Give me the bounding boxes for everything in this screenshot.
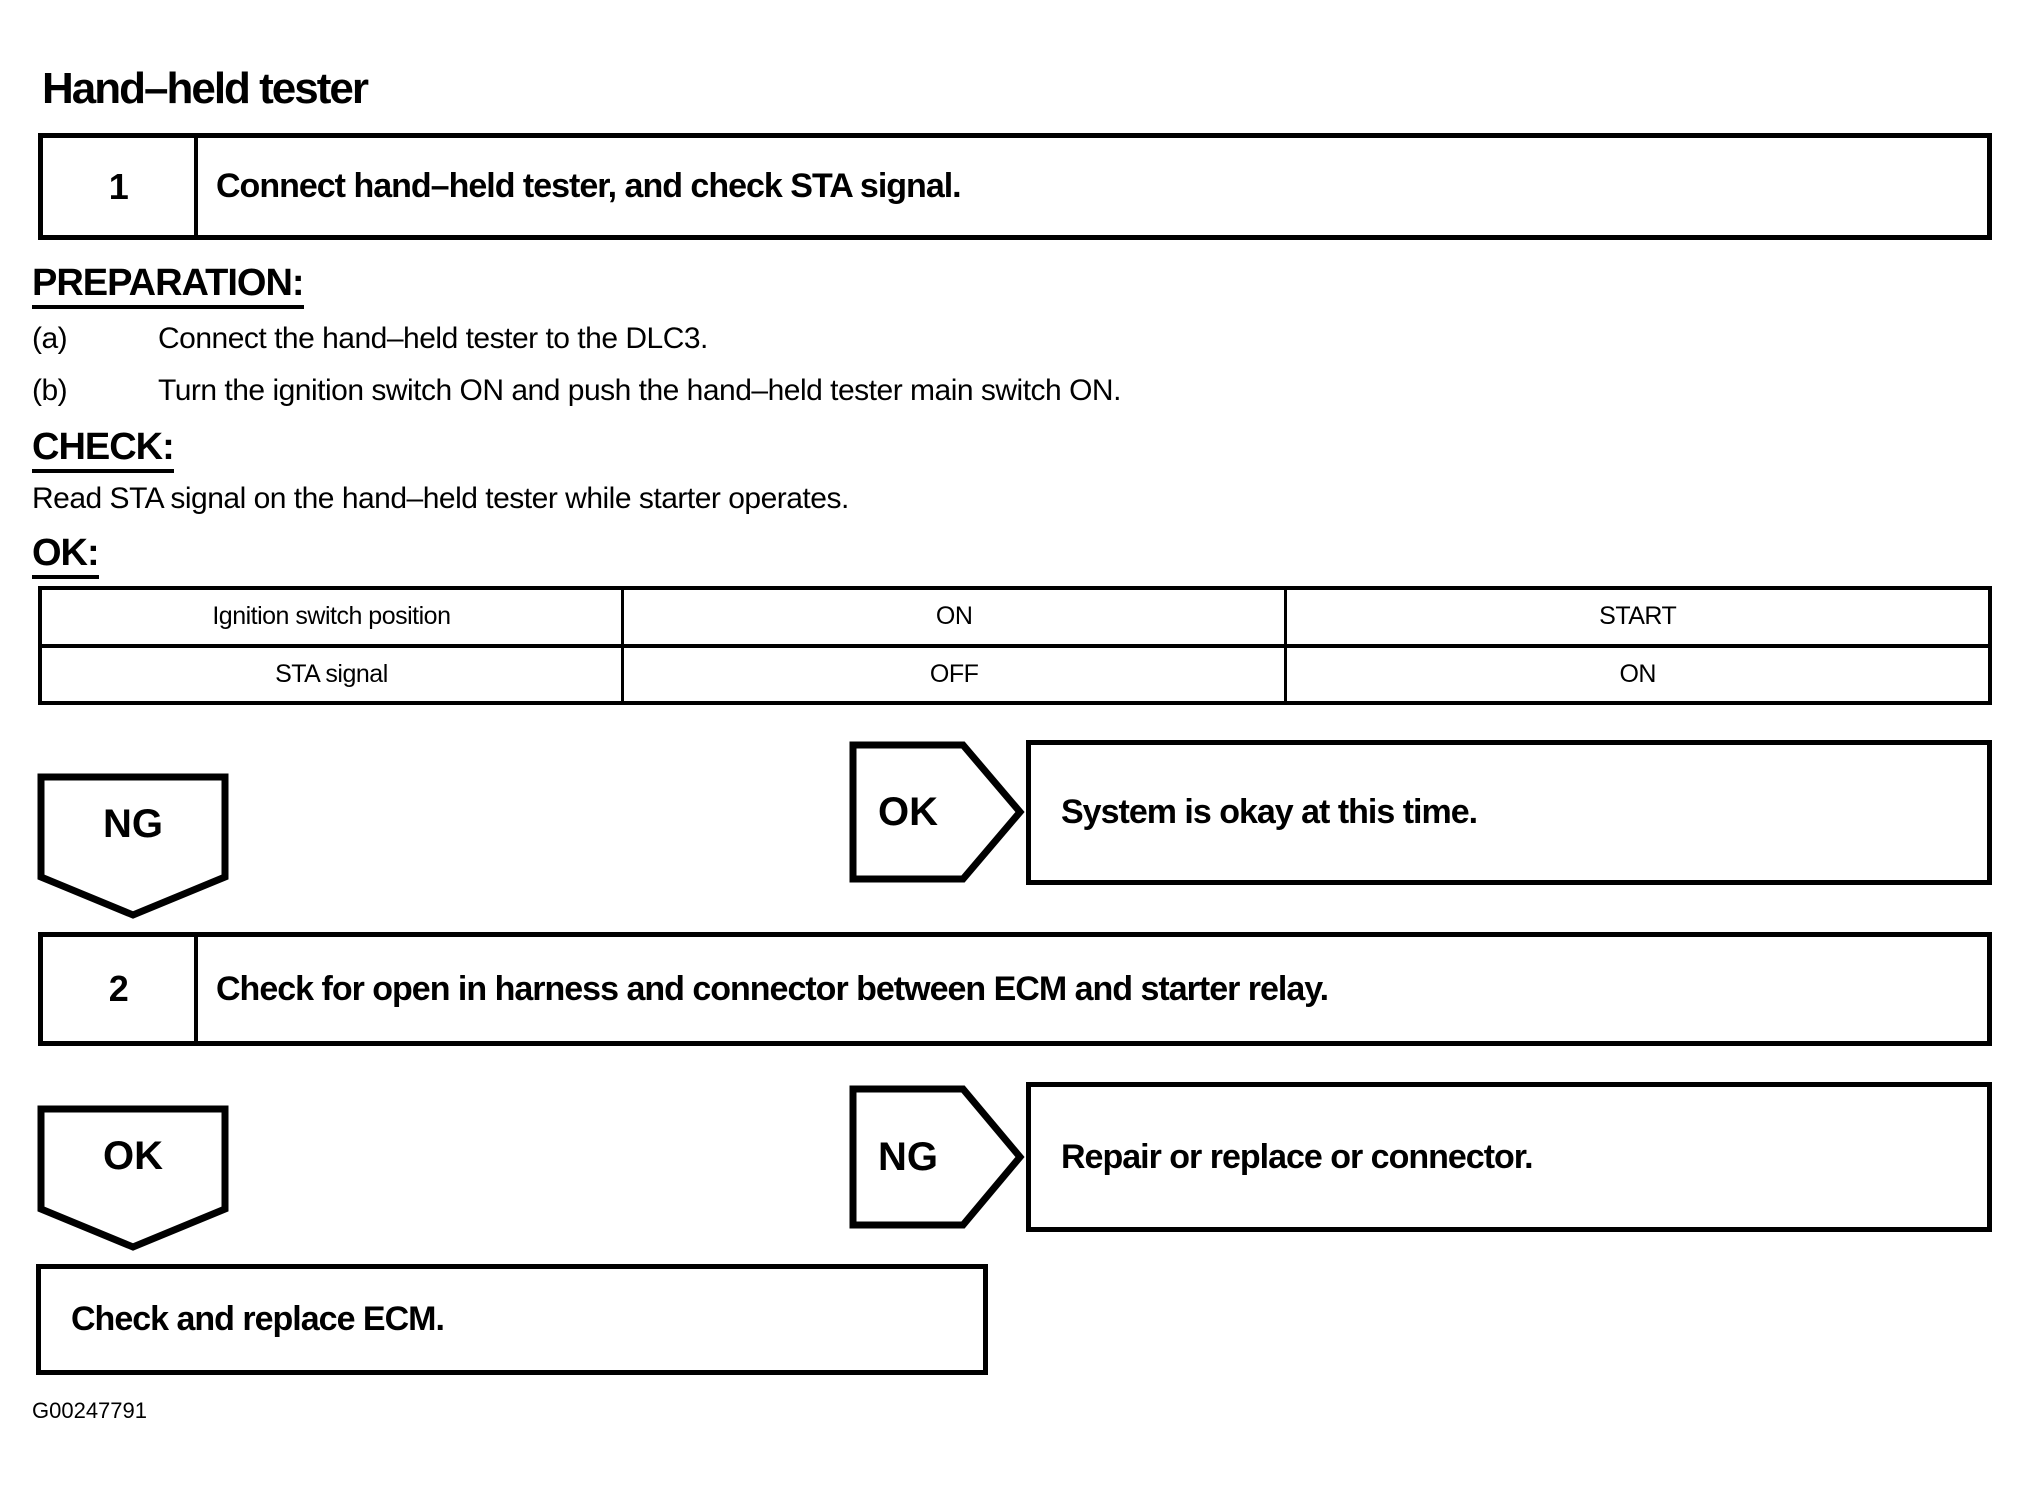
check-text: Read STA signal on the hand–held tester … — [32, 482, 849, 515]
ng-right-arrow-shape — [849, 1085, 1025, 1229]
prep-item-a-text: Connect the hand–held tester to the DLC3… — [158, 322, 708, 355]
ng-down-arrow-label: NG — [103, 802, 163, 846]
result-box-system-okay: System is okay at this time. — [1026, 740, 1992, 885]
ng-right-arrow-label: NG — [878, 1134, 938, 1179]
table-cell-on-2: ON — [1619, 659, 1656, 688]
step-2-number: 2 — [43, 937, 198, 1041]
result-box-repair-connector: Repair or replace or connector. — [1026, 1082, 1992, 1232]
figure-id: G00247791 — [32, 1398, 147, 1423]
result-box-replace-ecm: Check and replace ECM. — [36, 1264, 988, 1375]
ok-right-arrow-shape — [849, 741, 1025, 883]
step-2-box: 2 Check for open in harness and connecto… — [38, 932, 1992, 1046]
prep-item-b-marker: (b) — [32, 374, 68, 407]
table-cell-ignition-position: Ignition switch position — [42, 590, 624, 644]
check-heading: CHECK: — [32, 426, 175, 473]
ok-down-arrow-label: OK — [103, 1134, 163, 1178]
ok-right-arrow-label: OK — [878, 789, 938, 834]
page-title: Hand–held tester — [42, 64, 369, 113]
preparation-heading: PREPARATION: — [32, 262, 305, 309]
ng-down-arrow-shape — [37, 773, 229, 919]
prep-item-b-text: Turn the ignition switch ON and push the… — [158, 374, 1121, 407]
prep-item-a-marker: (a) — [32, 322, 68, 355]
step-2-label: Check for open in harness and connector … — [216, 969, 1329, 1008]
table-cell-sta-signal: STA signal — [42, 647, 624, 701]
table-row: STA signal OFF ON — [42, 647, 1988, 701]
table-cell-off: OFF — [624, 647, 1288, 701]
ok-down-arrow-shape — [37, 1105, 229, 1251]
signal-table: Ignition switch position ON START STA si… — [38, 586, 1992, 705]
table-row: Ignition switch position ON START — [42, 590, 1988, 648]
step-1-number: 1 — [43, 138, 198, 235]
table-cell-on: ON — [624, 590, 1288, 644]
table-cell-start: START — [1599, 602, 1677, 631]
step-1-box: 1 Connect hand–held tester, and check ST… — [38, 133, 1992, 240]
ok-heading: OK: — [32, 532, 100, 579]
step-1-label: Connect hand–held tester, and check STA … — [216, 167, 962, 205]
